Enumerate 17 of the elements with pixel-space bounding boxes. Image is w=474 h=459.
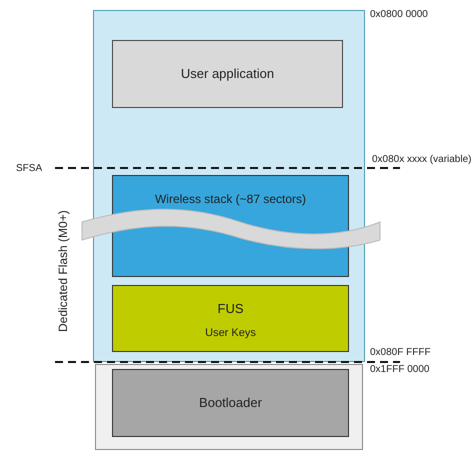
address-label: 0x080F FFFF	[370, 347, 431, 358]
address-label: 0x0800 0000	[370, 9, 428, 20]
memory-block	[112, 285, 349, 352]
memory-block	[112, 40, 343, 108]
flash-region	[93, 10, 365, 362]
block-label: Wireless stack (~87 sectors)	[154, 192, 308, 206]
block-label: User application	[180, 66, 276, 82]
address-label: 0x1FFF 0000	[370, 364, 430, 375]
block-label: FUS	[216, 301, 244, 316]
memory-block	[112, 369, 349, 437]
address-label: 0x080x xxxx (variable)	[372, 154, 472, 165]
block-label: Bootloader	[198, 395, 263, 410]
region-label: Dedicated Flash (M0+)	[56, 210, 70, 332]
boundary-label: SFSA	[16, 163, 42, 174]
block-sublabel: User Keys	[204, 327, 257, 340]
break-symbol	[82, 208, 380, 250]
bootloader-region	[95, 364, 363, 450]
